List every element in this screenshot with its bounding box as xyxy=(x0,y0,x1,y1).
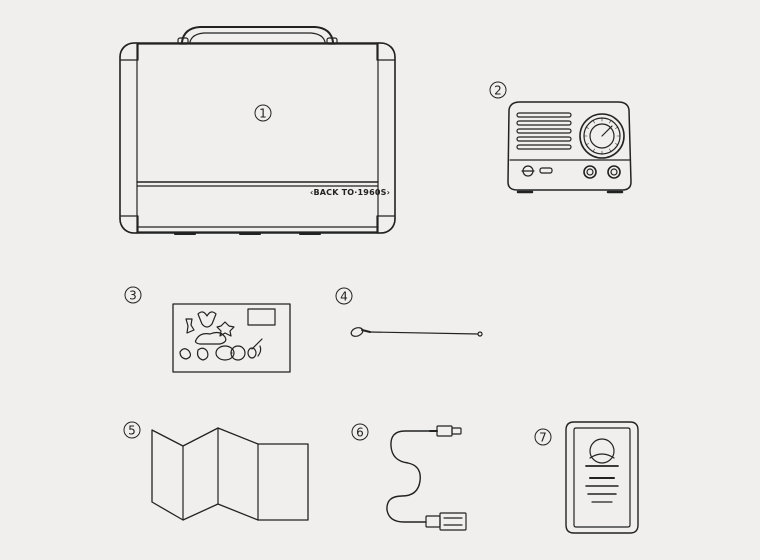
item-number-2: 2 xyxy=(489,81,507,99)
svg-text:7: 7 xyxy=(539,431,547,445)
folded-manual-icon xyxy=(151,427,309,521)
dial-ticks xyxy=(583,117,621,155)
carrying-case-icon xyxy=(119,26,396,235)
svg-text:3: 3 xyxy=(129,289,137,303)
item-number-1: 1 xyxy=(254,104,272,122)
usb-cable-icon xyxy=(386,425,467,531)
case-brand-label: ‹BACK TO·1960S› xyxy=(310,188,390,197)
item-number-4: 4 xyxy=(335,287,353,305)
sticker-sheet-icon xyxy=(172,303,291,373)
svg-text:4: 4 xyxy=(340,290,348,304)
svg-text:1: 1 xyxy=(259,107,267,121)
svg-text:5: 5 xyxy=(128,424,136,438)
svg-text:6: 6 xyxy=(356,426,364,440)
retro-radio-icon xyxy=(507,101,632,194)
card-icon xyxy=(565,421,639,534)
item-number-6: 6 xyxy=(351,423,369,441)
svg-text:2: 2 xyxy=(494,84,502,98)
item-number-5: 5 xyxy=(123,421,141,439)
item-number-3: 3 xyxy=(124,286,142,304)
antenna-icon xyxy=(350,327,483,337)
item-number-7: 7 xyxy=(534,428,552,446)
